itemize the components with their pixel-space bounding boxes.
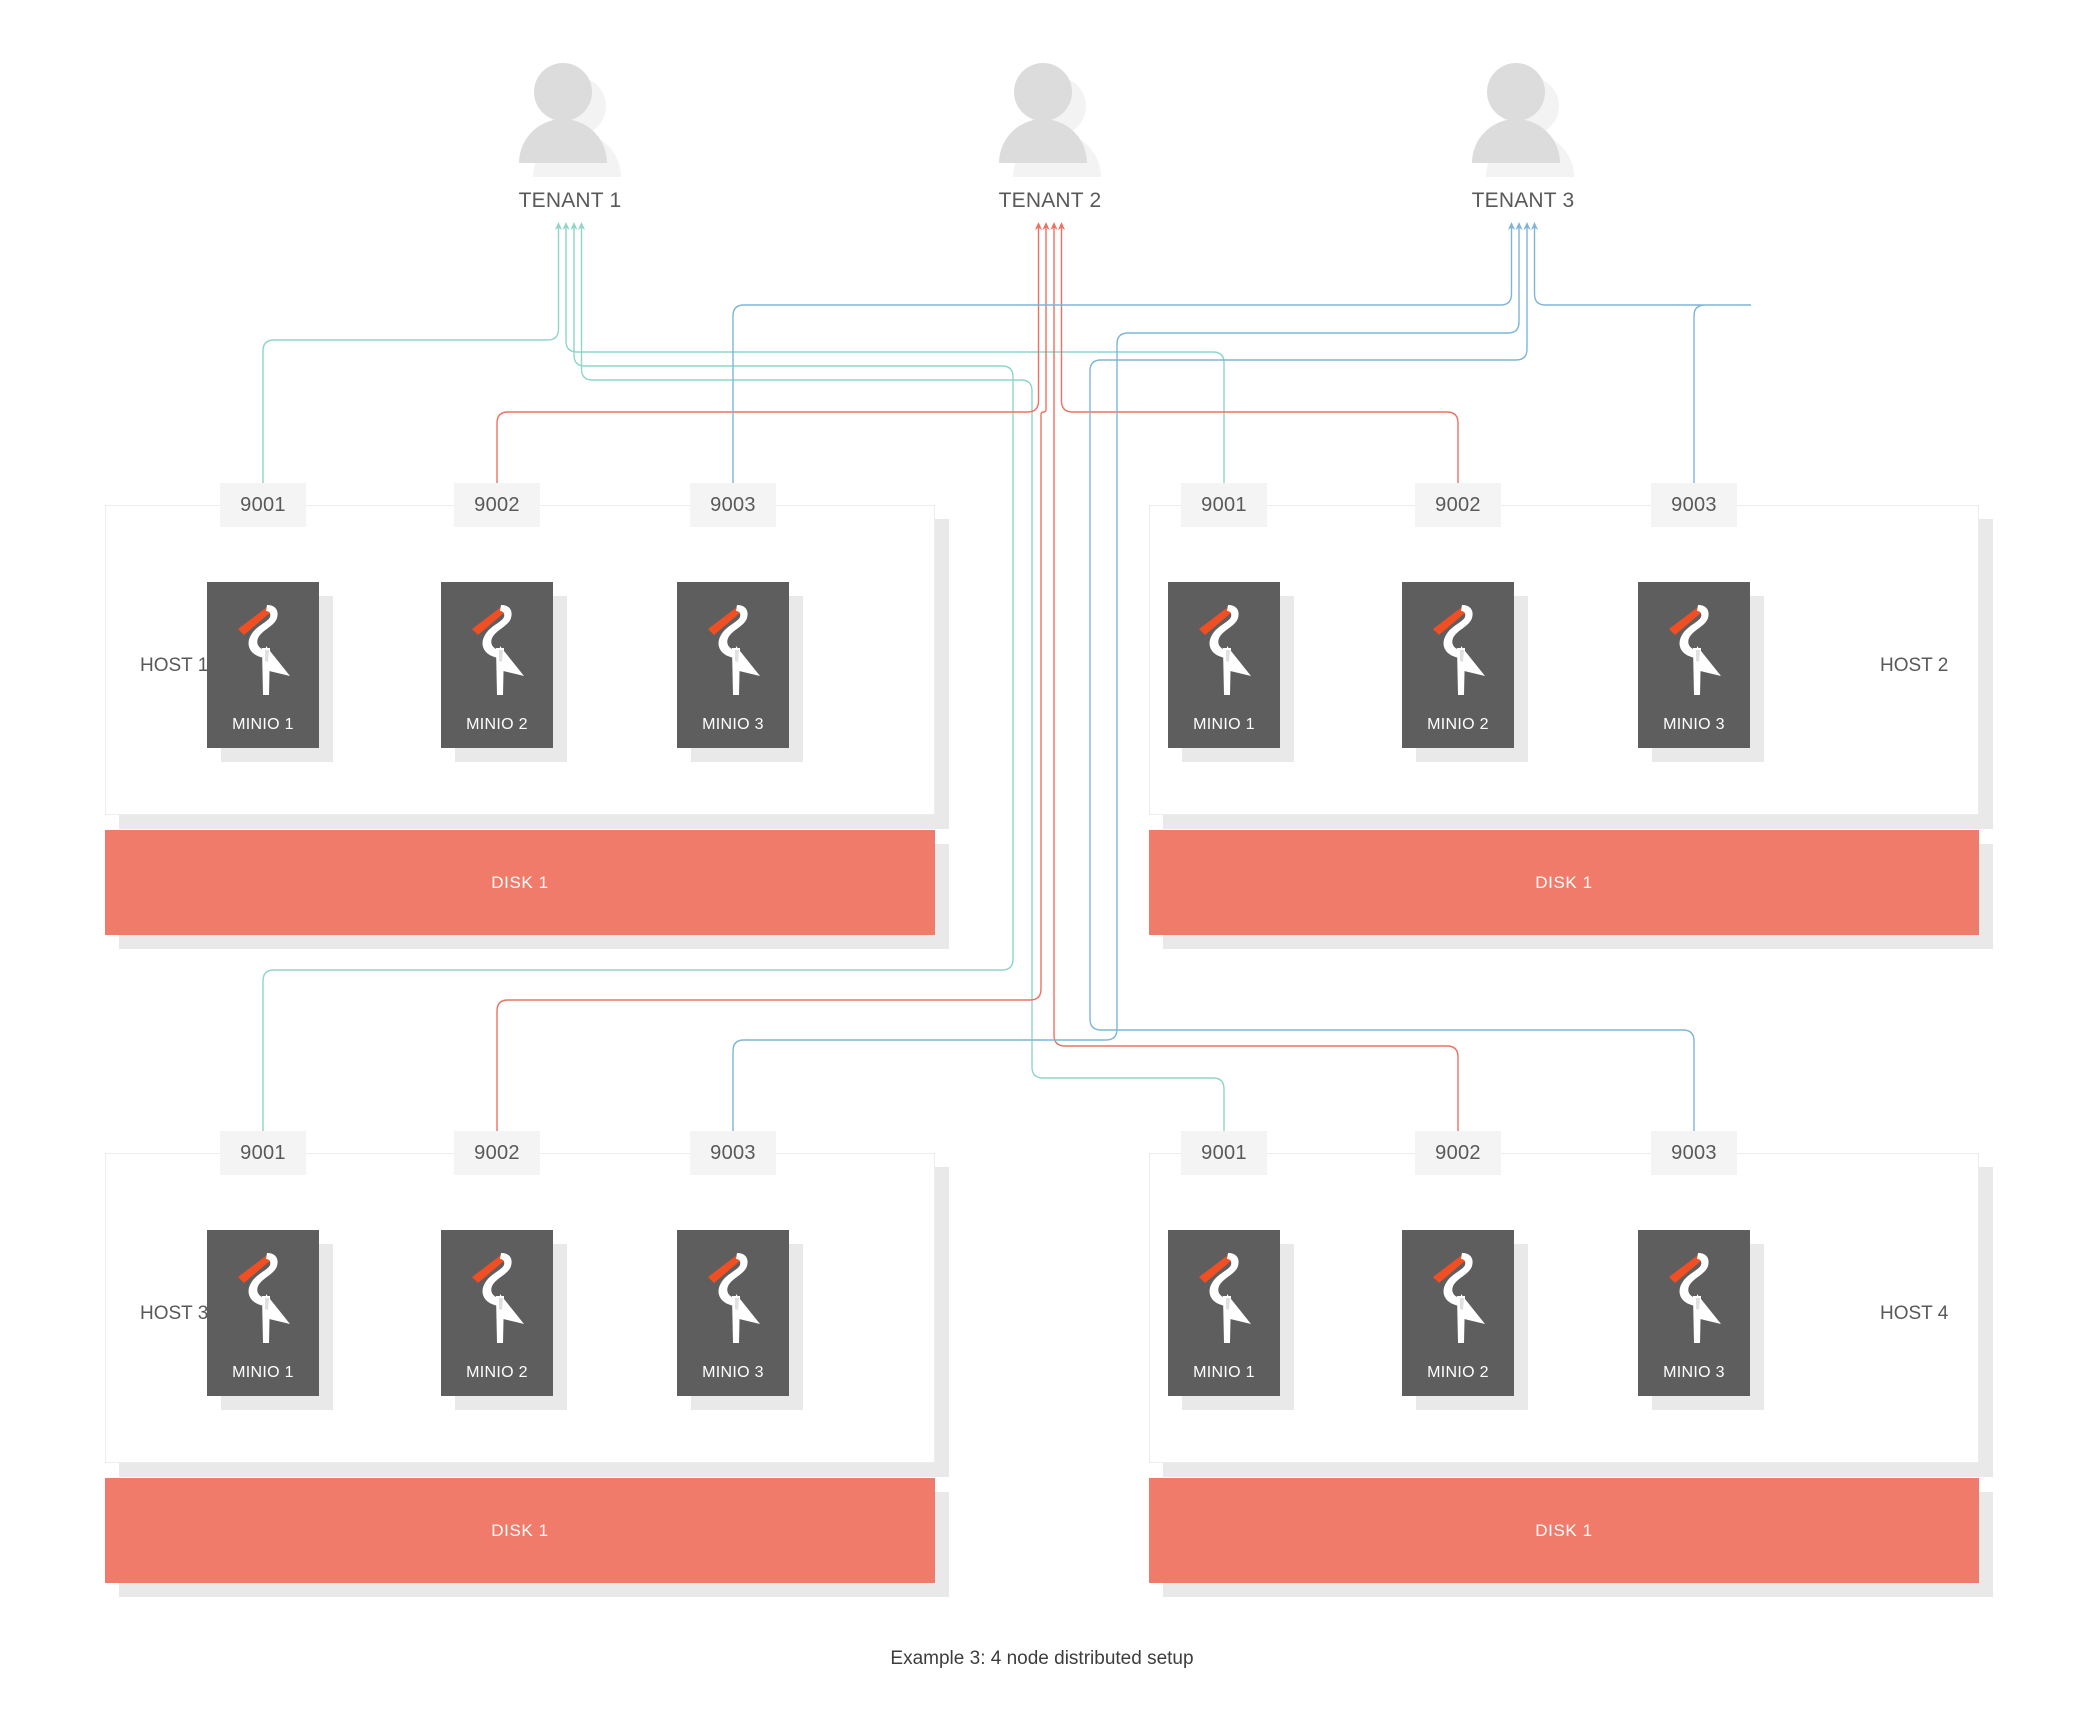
minio-node-1[interactable]: MINIO 1: [1168, 1230, 1280, 1396]
flow-line: [732, 224, 1520, 1131]
port-chip-9002[interactable]: 9002: [454, 1131, 540, 1175]
minio-node-label: MINIO 3: [1663, 716, 1725, 733]
tenant-2[interactable]: TENANT 2: [970, 62, 1130, 213]
port-chip-9001[interactable]: 9001: [1181, 1131, 1267, 1175]
minio-flamingo-icon: [1433, 1253, 1485, 1343]
person-icon: [515, 62, 625, 177]
minio-node-3[interactable]: MINIO 3: [677, 1230, 789, 1396]
flow-line: [496, 224, 1047, 1131]
person-icon-body: [999, 63, 1087, 163]
disk-bar-4[interactable]: DISK 1: [1149, 1478, 1979, 1583]
person-icon-body: [519, 63, 607, 163]
tenant-1[interactable]: TENANT 1: [490, 62, 650, 213]
minio-flamingo-icon: [1433, 605, 1485, 695]
port-chip-9003[interactable]: 9003: [690, 483, 776, 527]
host-label: HOST 1: [140, 655, 209, 676]
minio-node-label: MINIO 1: [232, 716, 294, 733]
host-label: HOST 3: [140, 1303, 209, 1324]
minio-node-label: MINIO 2: [1427, 716, 1489, 733]
port-chip-9002[interactable]: 9002: [1415, 483, 1501, 527]
figure-caption: Example 3: 4 node distributed setup: [890, 1648, 1194, 1669]
flow-line: [580, 224, 1225, 1131]
minio-node-label: MINIO 3: [702, 1364, 764, 1381]
flow-line: [262, 224, 560, 483]
minio-node-1[interactable]: MINIO 1: [207, 582, 319, 748]
minio-flamingo-icon: [472, 1253, 524, 1343]
minio-node-label: MINIO 2: [466, 1364, 528, 1381]
minio-node-2[interactable]: MINIO 2: [441, 582, 553, 748]
minio-flamingo-icon: [472, 605, 524, 695]
port-chip-9003[interactable]: 9003: [1651, 1131, 1737, 1175]
minio-node-2[interactable]: MINIO 2: [1402, 1230, 1514, 1396]
minio-node-label: MINIO 3: [1663, 1364, 1725, 1381]
person-icon: [1468, 62, 1578, 177]
flow-line: [1089, 224, 1695, 1131]
host-label: HOST 4: [1880, 1303, 1949, 1324]
person-icon: [995, 62, 1105, 177]
minio-flamingo-icon: [1199, 1253, 1251, 1343]
port-chip-9001[interactable]: 9001: [1181, 483, 1267, 527]
minio-flamingo-icon: [1669, 605, 1721, 695]
disk-label: DISK 1: [1535, 872, 1593, 892]
flow-line: [262, 224, 1014, 1131]
port-chip-9002[interactable]: 9002: [454, 483, 540, 527]
disk-label: DISK 1: [491, 872, 549, 892]
minio-node-label: MINIO 1: [232, 1364, 294, 1381]
disk-label: DISK 1: [491, 1520, 549, 1540]
disk-bar-2[interactable]: DISK 1: [1149, 830, 1979, 935]
minio-flamingo-icon: [1199, 605, 1251, 695]
minio-flamingo-icon: [1669, 1253, 1721, 1343]
minio-node-1[interactable]: MINIO 1: [207, 1230, 319, 1396]
minio-node-1[interactable]: MINIO 1: [1168, 582, 1280, 748]
minio-node-2[interactable]: MINIO 2: [441, 1230, 553, 1396]
tenant-3[interactable]: TENANT 3: [1443, 62, 1603, 213]
minio-node-label: MINIO 3: [702, 716, 764, 733]
person-icon-body: [1472, 63, 1560, 163]
port-chip-9001[interactable]: 9001: [220, 483, 306, 527]
tenant-label: TENANT 1: [518, 189, 622, 212]
minio-flamingo-icon: [238, 1253, 290, 1343]
minio-node-label: MINIO 2: [1427, 1364, 1489, 1381]
tenant-label: TENANT 2: [998, 189, 1102, 212]
minio-flamingo-icon: [708, 605, 760, 695]
minio-node-2[interactable]: MINIO 2: [1402, 582, 1514, 748]
flow-line: [1533, 224, 1751, 483]
minio-node-3[interactable]: MINIO 3: [1638, 582, 1750, 748]
minio-node-label: MINIO 1: [1193, 1364, 1255, 1381]
disk-bar-3[interactable]: DISK 1: [105, 1478, 935, 1583]
flow-line: [732, 224, 1513, 483]
flow-line: [565, 224, 1225, 483]
port-chip-9001[interactable]: 9001: [220, 1131, 306, 1175]
flow-line: [496, 224, 1040, 483]
disk-label: DISK 1: [1535, 1520, 1593, 1540]
minio-node-label: MINIO 1: [1193, 716, 1255, 733]
port-chip-9003[interactable]: 9003: [1651, 483, 1737, 527]
host-label: HOST 2: [1880, 655, 1949, 676]
minio-flamingo-icon: [708, 1253, 760, 1343]
flow-line: [1060, 224, 1459, 483]
port-chip-9003[interactable]: 9003: [690, 1131, 776, 1175]
minio-flamingo-icon: [238, 605, 290, 695]
minio-node-3[interactable]: MINIO 3: [1638, 1230, 1750, 1396]
disk-bar-1[interactable]: DISK 1: [105, 830, 935, 935]
tenant-label: TENANT 3: [1471, 189, 1575, 212]
port-chip-9002[interactable]: 9002: [1415, 1131, 1501, 1175]
minio-node-label: MINIO 2: [466, 716, 528, 733]
minio-node-3[interactable]: MINIO 3: [677, 582, 789, 748]
